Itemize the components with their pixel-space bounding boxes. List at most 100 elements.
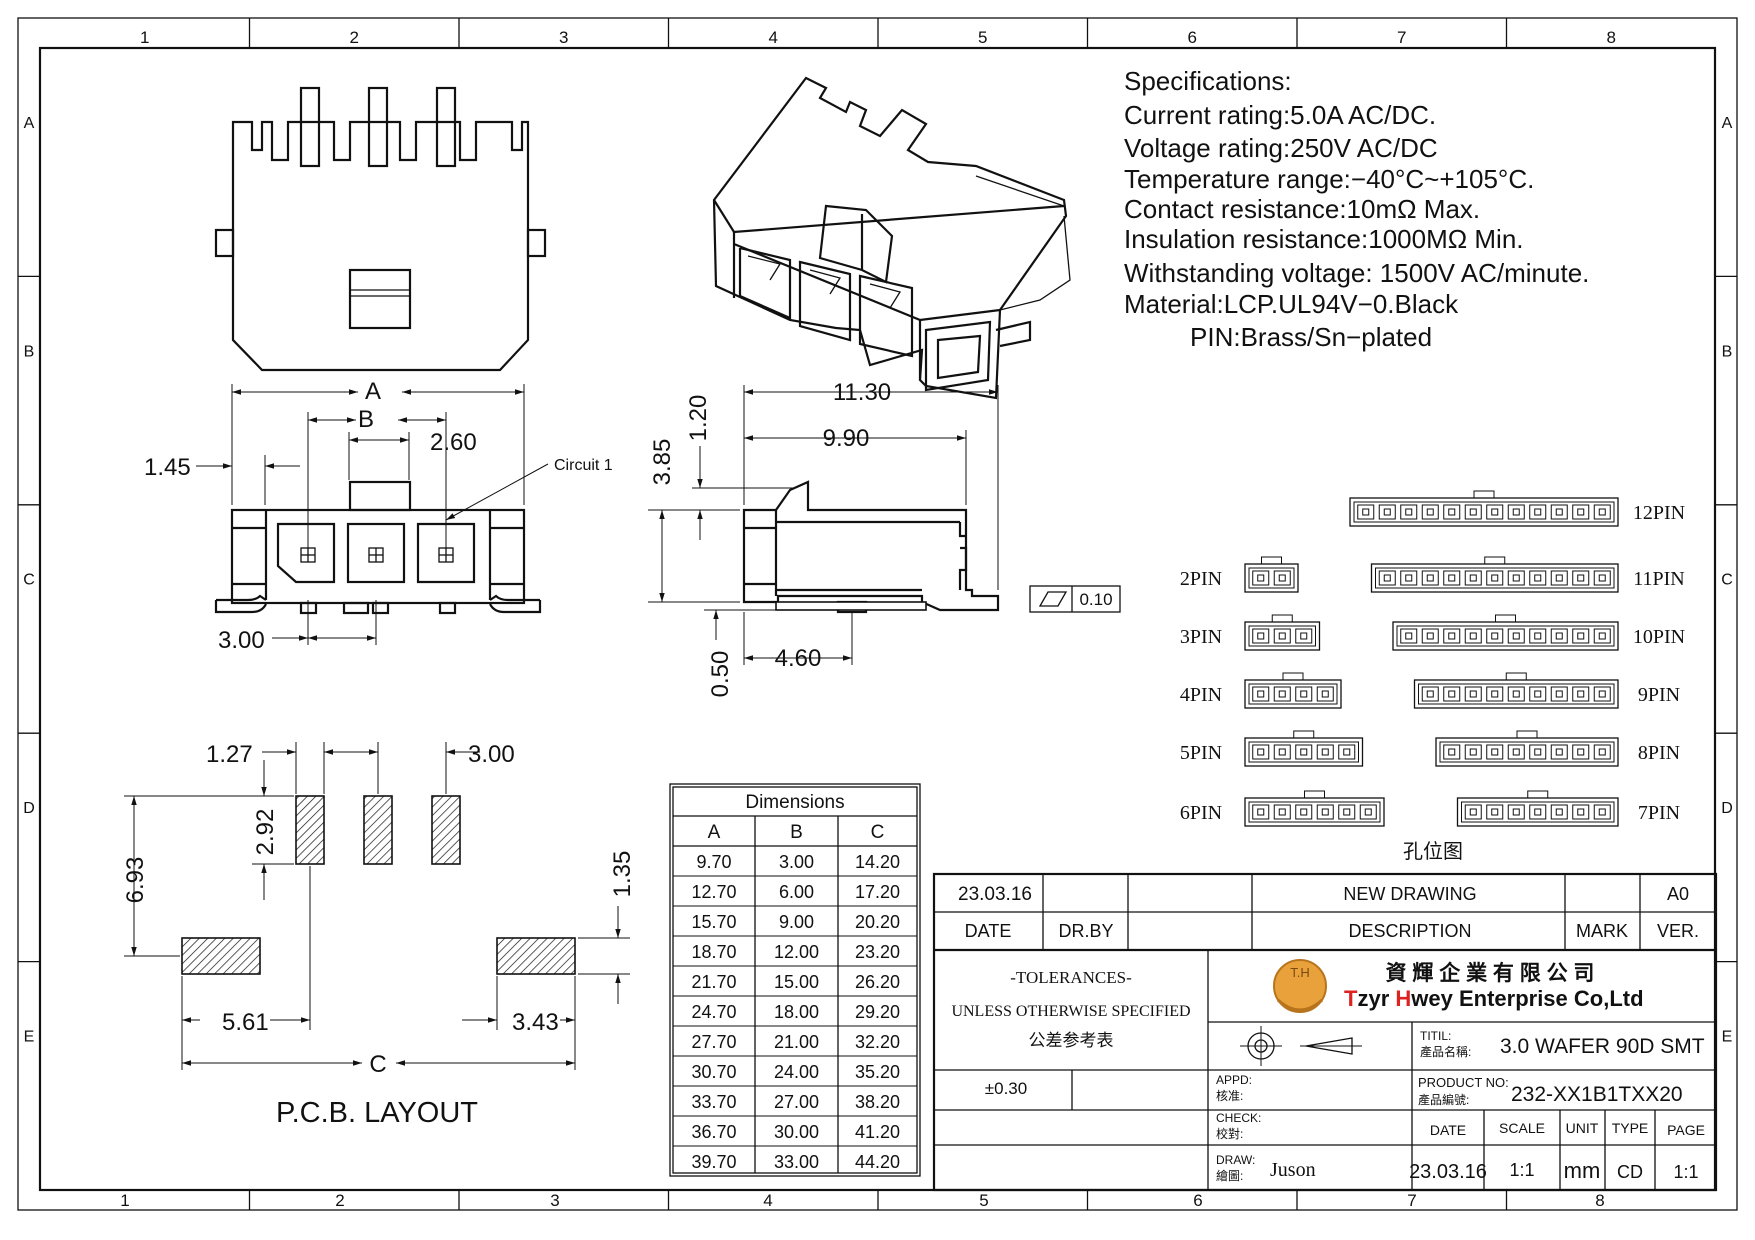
header-scale: SCALE xyxy=(1499,1120,1545,1136)
pin-label-right: 12PIN xyxy=(1633,502,1685,524)
column-label-bottom: 5 xyxy=(979,1191,988,1210)
spec-line: Specifications: xyxy=(1124,66,1292,96)
column-label-top: 6 xyxy=(1188,28,1197,47)
column-label-top: 8 xyxy=(1607,28,1616,47)
dimensions-cell: 9.00 xyxy=(779,912,814,932)
isometric-view xyxy=(712,76,1071,400)
dimensions-cell: 38.20 xyxy=(855,1092,900,1112)
dim-c-label: C xyxy=(369,1051,386,1078)
revision-description: NEW DRAWING xyxy=(1343,884,1476,904)
dimensions-cell: 12.70 xyxy=(691,882,736,902)
column-label-top: 3 xyxy=(559,28,568,47)
row-label-left: D xyxy=(23,800,35,817)
flatness-value: 0.10 xyxy=(1079,590,1112,609)
dimensions-header: C xyxy=(871,822,885,843)
row-label-left: E xyxy=(24,1029,35,1046)
pcb-layout: 1.27 3.00 2.92 6.93 1.35 5.61 3.43 C P.C… xyxy=(122,741,636,1129)
company-name-cn: 資 輝 企 業 有 限 公 司 xyxy=(1386,961,1595,985)
check-label-cn: 校對: xyxy=(1216,1126,1243,1141)
product-number: 232-XX1B1TXX20 xyxy=(1511,1083,1683,1106)
dimensions-cell: 21.00 xyxy=(774,1032,819,1052)
drawing-date: 23.03.16 xyxy=(1409,1161,1487,1183)
dimensions-cell: 24.70 xyxy=(691,1002,736,1022)
dimensions-table-title: Dimensions xyxy=(745,792,844,813)
dimensions-cell: 39.70 xyxy=(691,1152,736,1172)
dim-3-85-label: 3.85 xyxy=(649,439,676,486)
row-label-left: B xyxy=(24,343,35,360)
dimensions-cell: 30.70 xyxy=(691,1062,736,1082)
row-label-right: A xyxy=(1722,115,1733,132)
tolerance-value: ±0.30 xyxy=(985,1079,1027,1098)
revision-date: 23.03.16 xyxy=(958,884,1032,905)
dimensions-cell: 6.00 xyxy=(779,882,814,902)
pin-label-left: 6PIN xyxy=(1180,802,1222,824)
header-version: VER. xyxy=(1657,921,1699,941)
row-label-right: B xyxy=(1722,343,1733,360)
dimensions-cell: 44.20 xyxy=(855,1152,900,1172)
pcb-layout-title: P.C.B. LAYOUT xyxy=(276,1097,478,1129)
appd-label: APPD: xyxy=(1216,1073,1252,1087)
logo-text: T.H xyxy=(1290,965,1310,980)
column-label-bottom: 3 xyxy=(550,1191,559,1210)
spec-line: Insulation resistance:1000MΩ Min. xyxy=(1124,224,1524,254)
dim-0-50-label: 0.50 xyxy=(707,651,734,698)
dimensions-cell: 20.20 xyxy=(855,912,900,932)
tolerances-note: UNLESS OTHERWISE SPECIFIED xyxy=(951,1003,1190,1020)
spec-line: Material:LCP.UL94V−0.Black xyxy=(1124,289,1459,319)
dimensions-cell: 24.00 xyxy=(774,1062,819,1082)
dimensions-cell: 29.20 xyxy=(855,1002,900,1022)
dim-1-20-label: 1.20 xyxy=(685,395,712,442)
dimensions-cell: 15.70 xyxy=(691,912,736,932)
dim-2-60-label: 2.60 xyxy=(430,429,477,456)
column-label-bottom: 6 xyxy=(1193,1191,1202,1210)
appd-label-cn: 核准: xyxy=(1216,1089,1243,1103)
revision-version: A0 xyxy=(1667,884,1689,904)
draw-label: DRAW: xyxy=(1216,1153,1255,1167)
spec-line: Temperature range:−40°C~+105°C. xyxy=(1124,164,1534,194)
product-no-label-cn: 產品編號: xyxy=(1418,1092,1469,1107)
spec-line: PIN:Brass/Sn−plated xyxy=(1190,322,1432,352)
pin-label-right: 9PIN xyxy=(1638,684,1680,706)
row-label-left: A xyxy=(24,115,35,132)
dimensions-cell: 18.70 xyxy=(691,942,736,962)
dimensions-cell: 27.70 xyxy=(691,1032,736,1052)
spec-line: Contact resistance:10mΩ Max. xyxy=(1124,194,1480,224)
dimensions-cell: 26.20 xyxy=(855,972,900,992)
projection-symbol-icon xyxy=(1240,1026,1362,1066)
spec-line: Voltage rating:250V AC/DC xyxy=(1124,133,1438,163)
header-description: DESCRIPTION xyxy=(1348,921,1471,941)
row-labels-left: A B C D E xyxy=(23,115,35,1046)
dimensions-cell: 23.20 xyxy=(855,942,900,962)
column-label-top: 5 xyxy=(978,28,987,47)
header-drawn-by: DR.BY xyxy=(1058,921,1113,941)
dim-9-90-label: 9.90 xyxy=(823,425,870,452)
dimensions-cell: 3.00 xyxy=(779,852,814,872)
pin-label-right: 7PIN xyxy=(1638,802,1680,824)
dimensions-cell: 12.00 xyxy=(774,942,819,962)
check-label: CHECK: xyxy=(1216,1111,1261,1125)
dimensions-cell: 33.70 xyxy=(691,1092,736,1112)
page-value: 1:1 xyxy=(1673,1162,1698,1182)
dimensions-cell: 18.00 xyxy=(774,1002,819,1022)
header-mark: MARK xyxy=(1576,921,1628,941)
pin-label-right: 11PIN xyxy=(1633,568,1684,590)
type-value: CD xyxy=(1617,1162,1643,1182)
dimensions-cell: 30.00 xyxy=(774,1122,819,1142)
column-label-top: 7 xyxy=(1397,28,1406,47)
pin-views: 2PIN3PIN4PIN5PIN6PIN12PIN11PIN10PIN9PIN8… xyxy=(1180,490,1685,827)
dimensions-cell: 14.20 xyxy=(855,852,900,872)
column-label-bottom: 1 xyxy=(120,1191,129,1210)
row-label-left: C xyxy=(23,572,35,589)
dim-a-label: A xyxy=(365,378,381,405)
column-label-top: 1 xyxy=(140,28,149,47)
dim-2-92-label: 2.92 xyxy=(252,809,279,856)
dim-11-30-label: 11.30 xyxy=(833,379,891,406)
titil-label-cn: 產品名稱: xyxy=(1420,1044,1471,1059)
dimensions-header: B xyxy=(790,822,803,843)
border-frame xyxy=(17,17,1738,1211)
column-label-top: 4 xyxy=(769,28,778,47)
dim-4-60-label: 4.60 xyxy=(775,645,822,672)
